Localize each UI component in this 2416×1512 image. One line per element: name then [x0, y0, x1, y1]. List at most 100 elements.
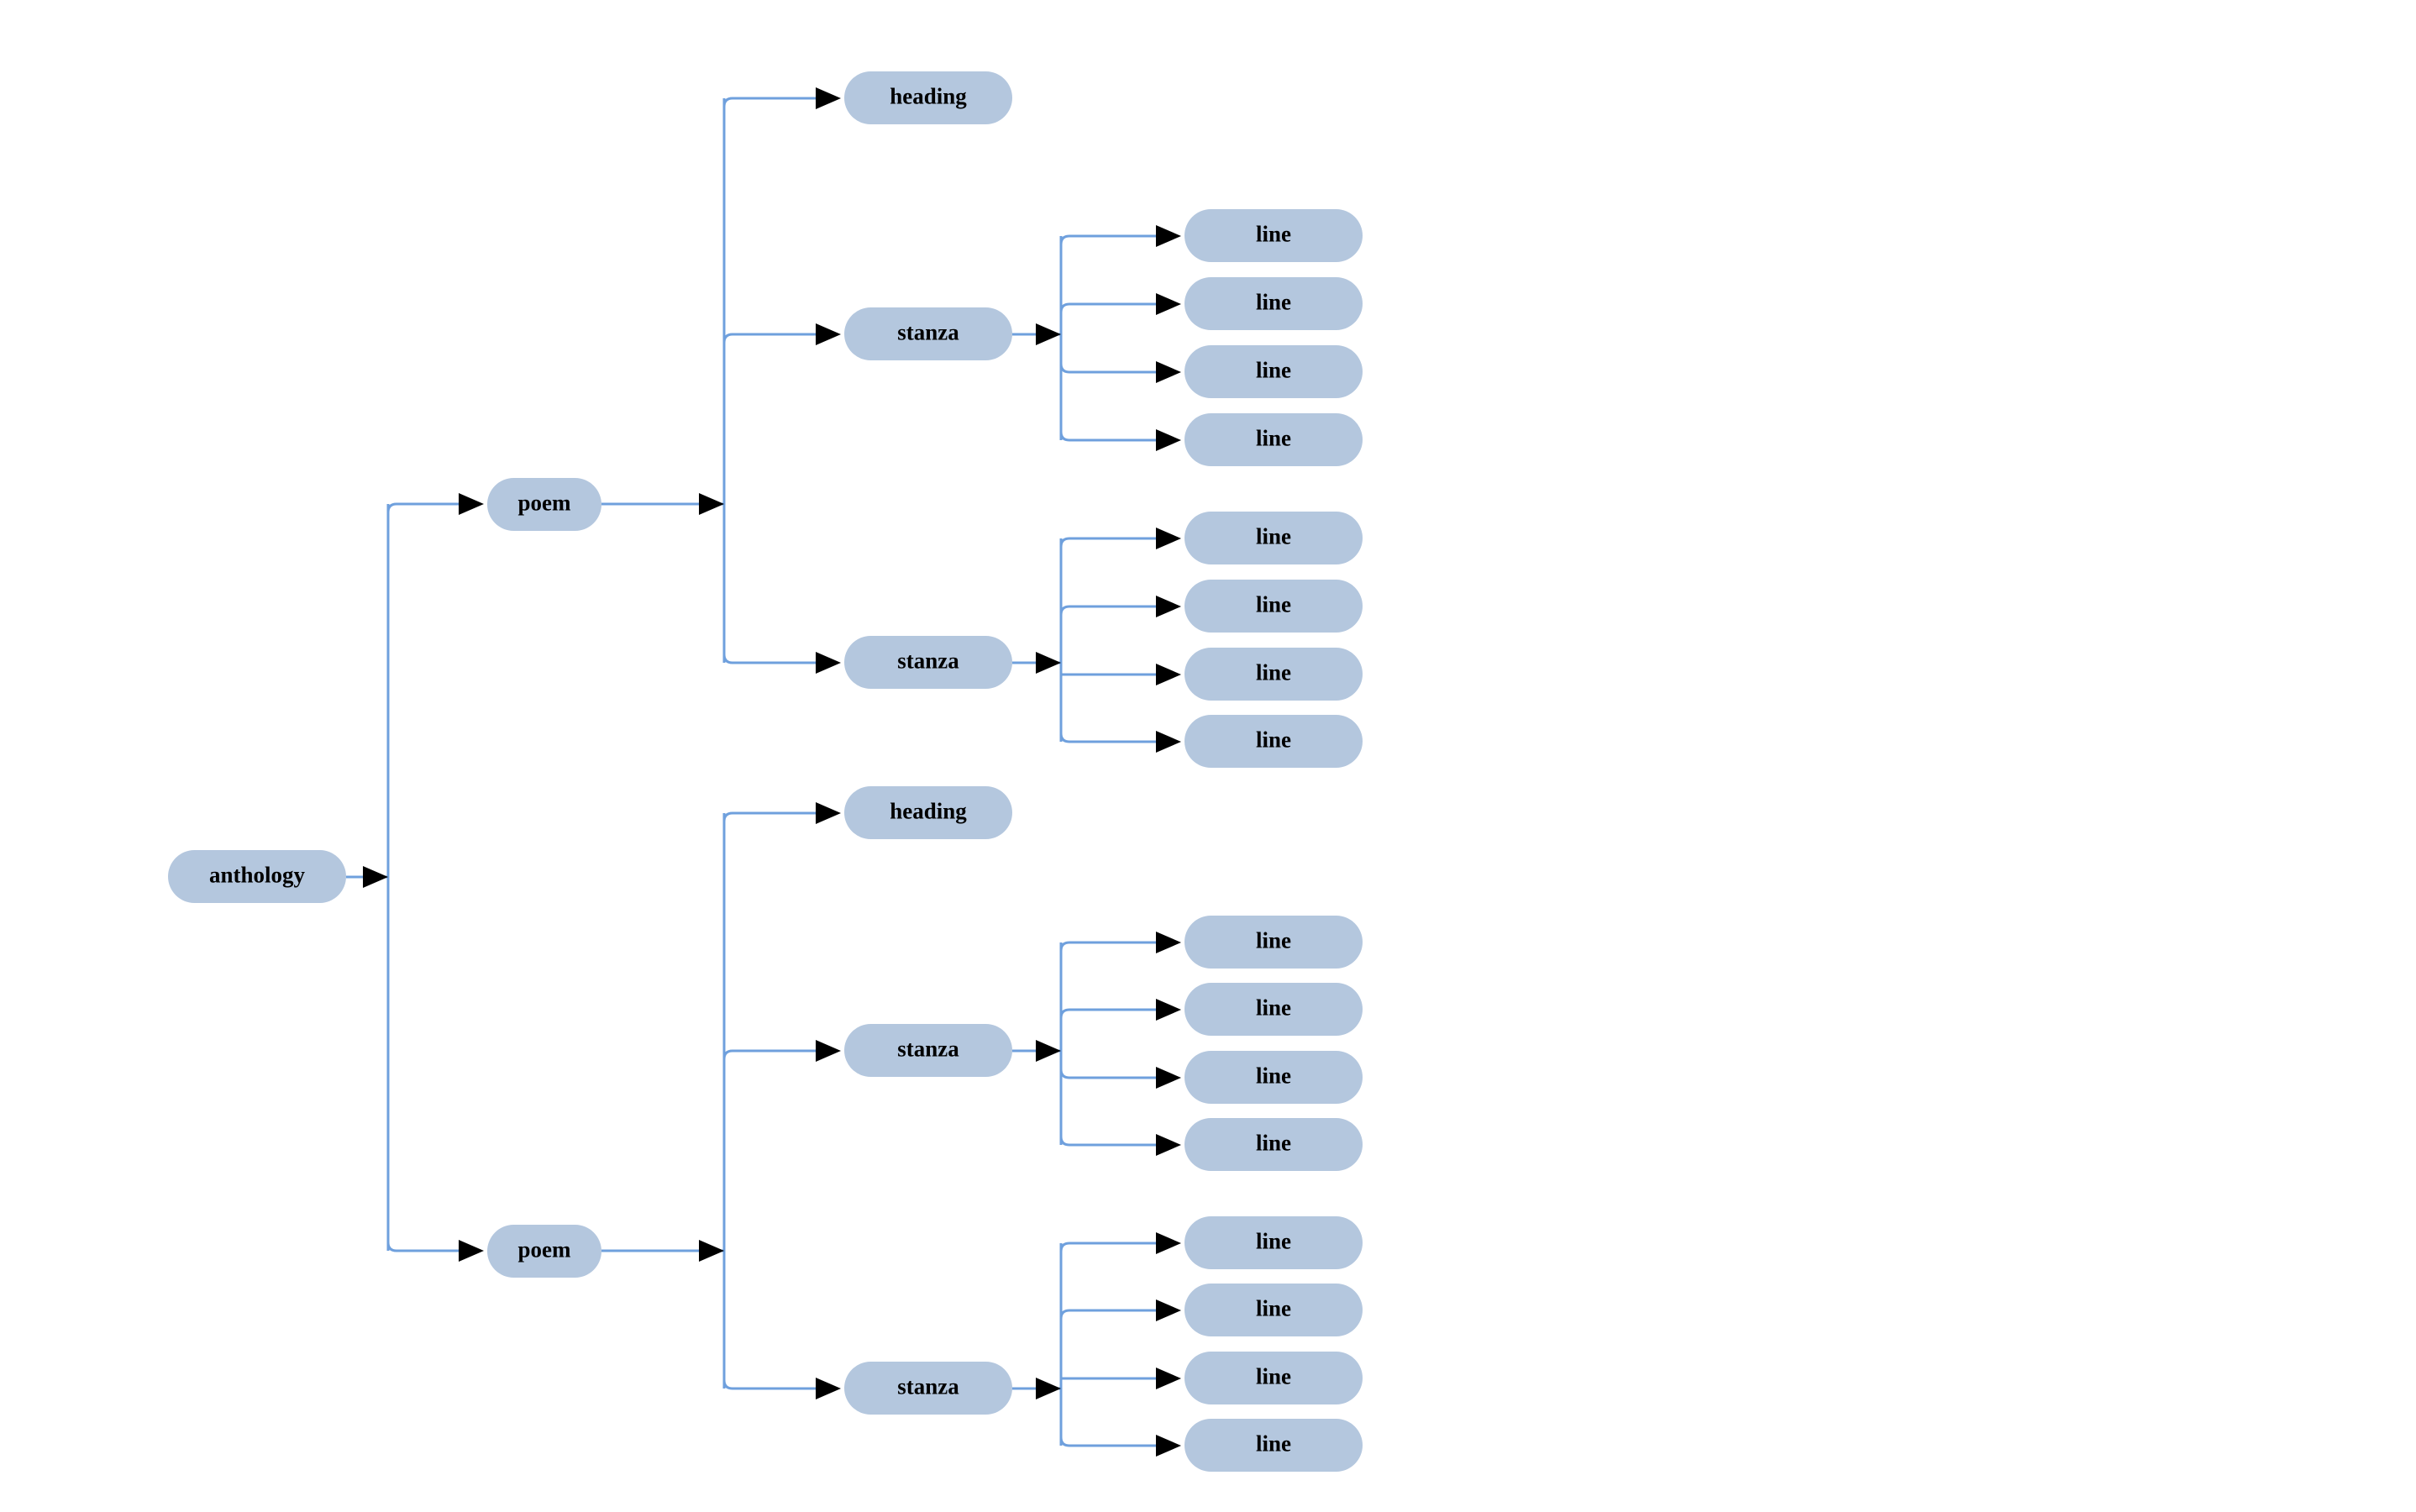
node-label-p2s2-line3: line [1256, 1364, 1291, 1389]
node-p1s1-line1[interactable]: line [1184, 209, 1363, 262]
edge-poem1-to-p1-stanza1 [722, 333, 816, 344]
node-p2s1-line1[interactable]: line [1184, 916, 1363, 969]
node-shape-p2s2-line3[interactable] [1184, 1352, 1363, 1404]
arrowhead-p1s2-line3 [1156, 664, 1181, 685]
node-p1-stanza2[interactable]: stanza [844, 636, 1012, 689]
node-label-p1s2-line1: line [1256, 524, 1291, 549]
node-label-p2s2-line1: line [1256, 1229, 1291, 1254]
node-shape-p1s2-line2[interactable] [1184, 580, 1363, 633]
node-shape-p1-stanza1[interactable] [844, 307, 1012, 360]
arrowhead-p1s2-line4 [1156, 731, 1181, 753]
node-p1-heading[interactable]: heading [844, 71, 1012, 124]
node-shape-p2s2-line4[interactable] [1184, 1419, 1363, 1472]
node-shape-p2s1-line4[interactable] [1184, 1118, 1363, 1171]
edge-p1-stanza1-to-p1s1-line3 [1059, 363, 1156, 374]
node-p2s2-line4[interactable]: line [1184, 1419, 1363, 1472]
arrowhead-p2-heading [816, 802, 841, 824]
node-label-p1s1-line2: line [1256, 290, 1291, 315]
arrowhead-p2s2-line2 [1156, 1299, 1181, 1321]
arrowhead-p1-stanza1 [816, 323, 841, 345]
node-shape-p1s1-line3[interactable] [1184, 345, 1363, 398]
node-label-p2s1-line3: line [1256, 1063, 1291, 1089]
edge-poem2-to-p2-heading [722, 811, 816, 822]
edges-layer [346, 97, 1156, 1447]
node-shape-p2s2-line1[interactable] [1184, 1216, 1363, 1269]
node-label-p2-stanza2: stanza [897, 1374, 959, 1399]
node-p2s2-line1[interactable]: line [1184, 1216, 1363, 1269]
node-shape-p1s2-line4[interactable] [1184, 715, 1363, 768]
node-shape-p1-stanza2[interactable] [844, 636, 1012, 689]
edge-poem1-to-p1-heading [722, 97, 816, 108]
node-label-p2s1-line2: line [1256, 995, 1291, 1021]
node-p2s1-line3[interactable]: line [1184, 1051, 1363, 1104]
node-poem1[interactable]: poem [487, 478, 601, 531]
node-label-anthology: anthology [209, 863, 306, 888]
node-shape-poem2[interactable] [487, 1225, 601, 1278]
node-p1s2-line4[interactable]: line [1184, 715, 1363, 768]
node-p1s1-line4[interactable]: line [1184, 413, 1363, 466]
node-p2s2-line2[interactable]: line [1184, 1284, 1363, 1336]
arrowhead-spine-p1-stanza1 [1036, 323, 1061, 345]
edge-p2-stanza1-to-p2s1-line1 [1059, 941, 1156, 952]
node-anthology[interactable]: anthology [168, 850, 346, 903]
arrowhead-spine-poem1 [699, 493, 724, 515]
node-shape-p2s1-line1[interactable] [1184, 916, 1363, 969]
node-p2-stanza1[interactable]: stanza [844, 1024, 1012, 1077]
node-shape-p2s2-line2[interactable] [1184, 1284, 1363, 1336]
edge-poem2-to-p2-stanza2 [722, 1379, 816, 1390]
edge-p2-stanza2-to-p2s2-line4 [1059, 1436, 1156, 1447]
node-p1s2-line3[interactable]: line [1184, 648, 1363, 701]
node-p2s1-line4[interactable]: line [1184, 1118, 1363, 1171]
node-p2-heading[interactable]: heading [844, 786, 1012, 839]
node-label-p1-stanza2: stanza [897, 648, 959, 674]
edge-p1-stanza1-to-p1s1-line4 [1059, 431, 1156, 442]
edge-p1-stanza2-to-p1s2-line1 [1059, 537, 1156, 548]
node-poem2[interactable]: poem [487, 1225, 601, 1278]
arrowhead-p2s2-line3 [1156, 1368, 1181, 1389]
edge-p2-stanza2-to-p2s2-line2 [1059, 1309, 1156, 1320]
node-shape-p1-heading[interactable] [844, 71, 1012, 124]
arrowhead-p2s1-line4 [1156, 1134, 1181, 1156]
arrowhead-p1-stanza2 [816, 652, 841, 674]
node-shape-p2-heading[interactable] [844, 786, 1012, 839]
node-label-p1s1-line4: line [1256, 426, 1291, 451]
node-p1s2-line2[interactable]: line [1184, 580, 1363, 633]
node-label-p2-stanza1: stanza [897, 1037, 959, 1062]
node-label-p1-stanza1: stanza [897, 320, 959, 345]
node-label-p2s1-line4: line [1256, 1131, 1291, 1156]
node-shape-p2-stanza1[interactable] [844, 1024, 1012, 1077]
node-label-p2s1-line1: line [1256, 928, 1291, 953]
node-shape-p1s1-line4[interactable] [1184, 413, 1363, 466]
node-shape-p2s1-line2[interactable] [1184, 983, 1363, 1036]
node-shape-anthology[interactable] [168, 850, 346, 903]
arrowhead-p1s2-line1 [1156, 528, 1181, 549]
node-shape-p1s2-line1[interactable] [1184, 512, 1363, 564]
node-p1-stanza1[interactable]: stanza [844, 307, 1012, 360]
node-shape-p2s1-line3[interactable] [1184, 1051, 1363, 1104]
nodes-layer: anthology poem heading stanza stanza line line… [168, 71, 1363, 1472]
node-p2-stanza2[interactable]: stanza [844, 1362, 1012, 1415]
node-label-p1s2-line3: line [1256, 660, 1291, 685]
node-shape-p1s1-line2[interactable] [1184, 277, 1363, 330]
node-p1s2-line1[interactable]: line [1184, 512, 1363, 564]
edge-anthology-to-poem1 [386, 502, 459, 513]
edge-p2-stanza1-to-p2s1-line4 [1059, 1136, 1156, 1147]
node-p1s1-line2[interactable]: line [1184, 277, 1363, 330]
arrowhead-p1s1-line4 [1156, 429, 1181, 451]
node-p2s1-line2[interactable]: line [1184, 983, 1363, 1036]
edge-p1-stanza2-to-p1s2-line2 [1059, 605, 1156, 616]
arrowhead-poem2 [459, 1240, 484, 1262]
node-shape-poem1[interactable] [487, 478, 601, 531]
node-shape-p1s2-line3[interactable] [1184, 648, 1363, 701]
edge-p2-stanza2-to-p2s2-line1 [1059, 1242, 1156, 1252]
node-shape-p2-stanza2[interactable] [844, 1362, 1012, 1415]
node-label-p1s2-line2: line [1256, 592, 1291, 617]
edge-p1-stanza2-to-p1s2-line4 [1059, 732, 1156, 743]
node-p1s1-line3[interactable]: line [1184, 345, 1363, 398]
node-p2s2-line3[interactable]: line [1184, 1352, 1363, 1404]
arrowhead-p2-stanza1 [816, 1040, 841, 1062]
node-label-p1-heading: heading [890, 84, 967, 109]
node-shape-p1s1-line1[interactable] [1184, 209, 1363, 262]
